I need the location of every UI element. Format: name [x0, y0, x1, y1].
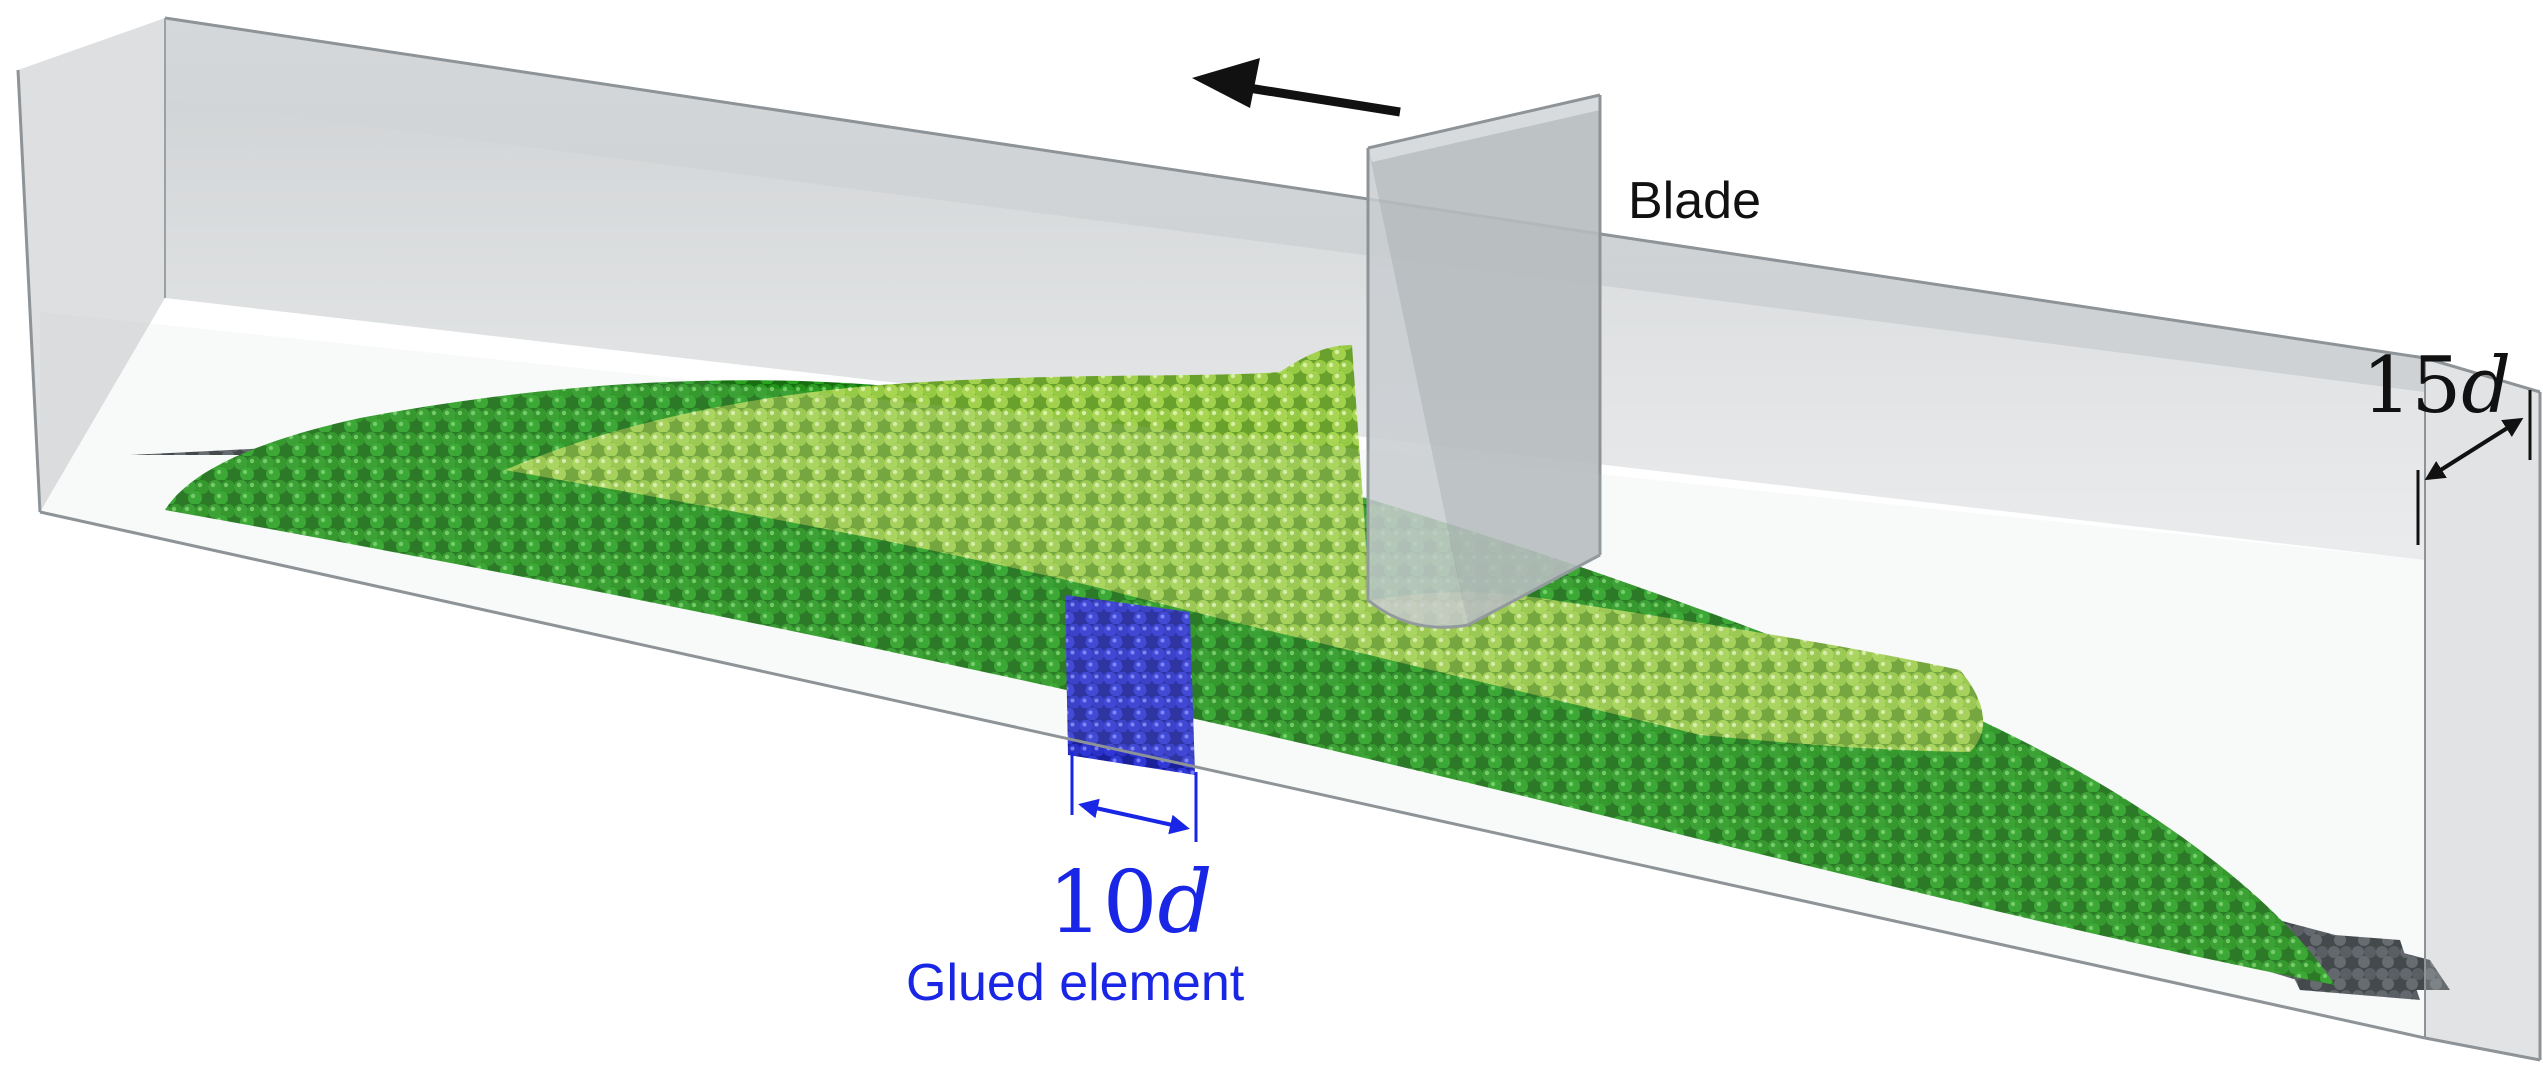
blade: [1366, 93, 1602, 629]
width-dimension: 15d: [2362, 341, 2532, 545]
element-number: 10: [1048, 853, 1157, 953]
blade-label: Blade: [1628, 172, 1761, 230]
width-number: 15: [2362, 341, 2461, 431]
channel-left-end-wall: [16, 18, 166, 513]
double-arrow-icon: [1078, 798, 1190, 835]
channel-right-end-wall: [2424, 356, 2542, 1062]
element-variable: d: [1157, 853, 1212, 953]
channel-front-wall: [39, 312, 2426, 1040]
glued-element-block: [1065, 595, 1195, 775]
width-variable: d: [2461, 341, 2511, 431]
glued-element-label: Glued element: [906, 954, 1245, 1012]
element-dimension: 10d: [1048, 752, 1213, 953]
channel-back-wall: [164, 16, 2426, 560]
granular-pile-light-green: [505, 345, 1984, 752]
granular-pile-dark-green: [165, 380, 2335, 985]
double-arrow-icon: [2424, 417, 2524, 481]
width-dimension-label: 15d: [2362, 341, 2511, 431]
left-arrow-icon: [1192, 58, 1401, 117]
element-dimension-label: 10d: [1048, 853, 1213, 953]
